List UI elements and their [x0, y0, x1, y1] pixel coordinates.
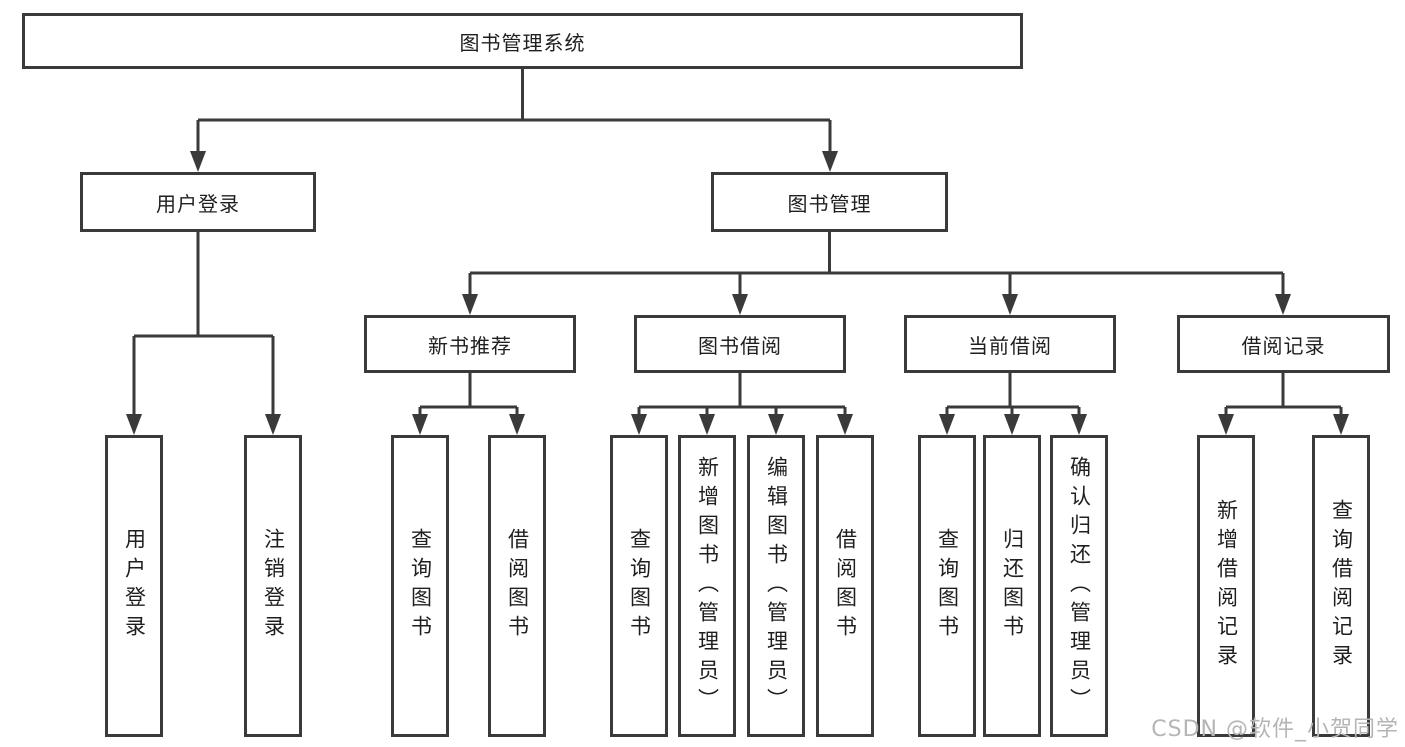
- leaf-user-login: 用户登录: [105, 435, 163, 737]
- connector-current-borrow-to-leaves: [945, 373, 1081, 417]
- arrow-down-icon: [768, 414, 784, 435]
- connector-user-login-to-leaves: [132, 232, 275, 416]
- csdn-watermark: CSDN @软件_小贺同学: [1151, 717, 1399, 742]
- arrow-down-icon: [509, 414, 525, 435]
- arrow-down-icon: [837, 414, 853, 435]
- leaf-borrow-books: 借阅图书: [816, 435, 874, 737]
- arrow-down-icon: [1002, 294, 1018, 315]
- arrow-down-icon: [1275, 294, 1291, 315]
- arrow-down-icon: [631, 414, 647, 435]
- arrow-down-icon: [265, 414, 281, 435]
- leaf-edit-books-admin: 编辑图书（管理员）: [747, 435, 805, 737]
- arrow-down-icon: [1218, 414, 1234, 435]
- node-book-management: 图书管理: [711, 172, 948, 232]
- arrow-down-icon: [822, 151, 838, 172]
- arrow-down-icon: [732, 294, 748, 315]
- leaf-query-borrow-record: 查询借阅记录: [1312, 435, 1370, 737]
- leaf-add-books-admin: 新增图书（管理员）: [678, 435, 736, 737]
- connector-new-books-to-leaves: [418, 373, 519, 417]
- leaf-query-books-current: 查询图书: [918, 435, 976, 737]
- arrow-down-icon: [699, 414, 715, 435]
- node-user-login: 用户登录: [80, 172, 316, 232]
- leaf-query-books-borrow: 查询图书: [610, 435, 668, 737]
- arrow-down-icon: [462, 294, 478, 315]
- arrow-down-icon: [939, 414, 955, 435]
- arrow-down-icon: [412, 414, 428, 435]
- arrow-down-icon: [1333, 414, 1349, 435]
- connector-book-mgmt-to-level3: [468, 232, 1285, 296]
- arrow-down-icon: [1004, 414, 1020, 435]
- leaf-return-books: 归还图书: [983, 435, 1041, 737]
- node-root-library-system: 图书管理系统: [22, 13, 1023, 69]
- arrow-down-icon: [1071, 414, 1087, 435]
- leaf-query-books-recommend: 查询图书: [391, 435, 449, 737]
- leaf-add-borrow-record: 新增借阅记录: [1197, 435, 1255, 737]
- node-new-book-recommend: 新书推荐: [364, 315, 576, 373]
- node-current-borrowing: 当前借阅: [904, 315, 1116, 373]
- node-borrowing-records: 借阅记录: [1177, 315, 1390, 373]
- connector-root-to-level2: [196, 69, 832, 153]
- leaf-logout: 注销登录: [244, 435, 302, 737]
- arrow-down-icon: [126, 414, 142, 435]
- leaf-borrow-books-recommend: 借阅图书: [488, 435, 546, 737]
- connector-book-borrow-to-leaves: [637, 373, 847, 417]
- arrow-down-icon: [190, 151, 206, 172]
- leaf-confirm-return-admin: 确认归还（管理员）: [1050, 435, 1108, 737]
- node-book-borrowing: 图书借阅: [634, 315, 846, 373]
- connector-borrow-record-to-leaves: [1224, 373, 1343, 417]
